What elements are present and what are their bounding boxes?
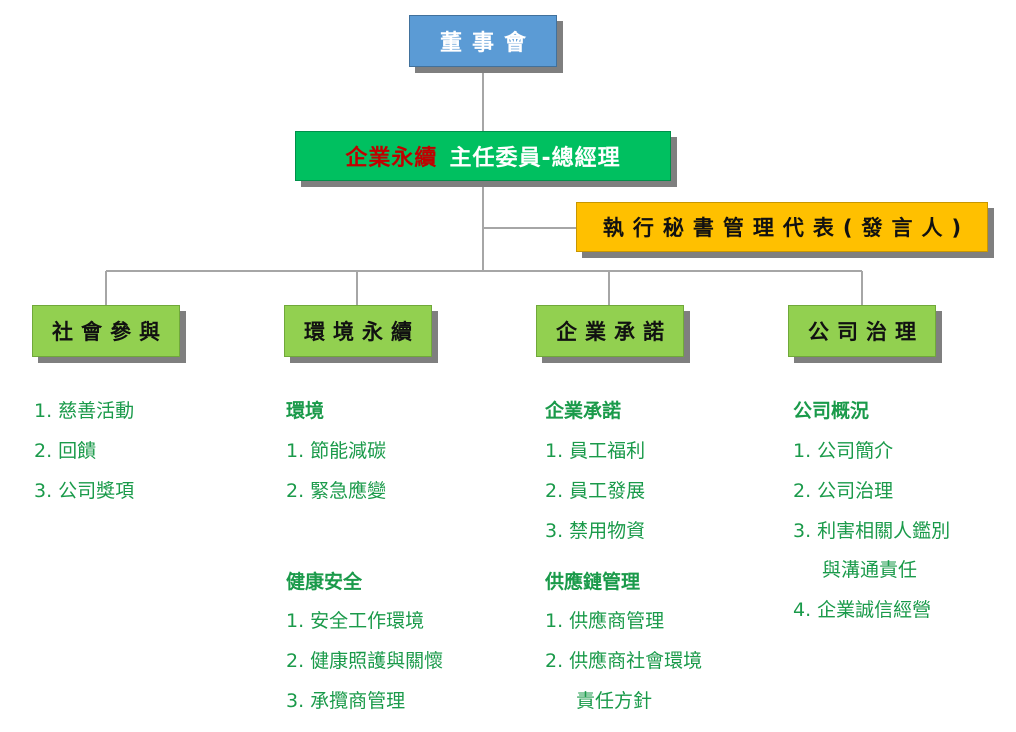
health-safety-item: 3. 承攬商管理 bbox=[286, 690, 406, 712]
chair-title: 主任委員-總經理 bbox=[449, 146, 621, 171]
environment-item: 1. 節能減碳 bbox=[286, 440, 387, 462]
governance-item: 3. 利害相關人鑑別 bbox=[793, 520, 951, 542]
chair-box: 企業永續 主任委員-總經理 bbox=[295, 131, 671, 181]
chair-prefix: 企業永續 bbox=[345, 146, 438, 171]
governance-item: 4. 企業誠信經營 bbox=[793, 599, 932, 621]
social-item: 2. 回饋 bbox=[34, 440, 97, 462]
supply-chain-item-continuation: 責任方針 bbox=[576, 690, 653, 712]
secretary-box: 執行秘書管理代表(發言人) bbox=[576, 202, 988, 252]
commitment-item: 1. 員工福利 bbox=[545, 440, 646, 462]
dept-commitment: 企業承諾 bbox=[536, 305, 684, 357]
supply-chain-item: 2. 供應商社會環境 bbox=[545, 650, 703, 672]
commitment-item: 2. 員工發展 bbox=[545, 480, 646, 502]
environment-item: 2. 緊急應變 bbox=[286, 480, 387, 502]
governance-item: 2. 公司治理 bbox=[793, 480, 894, 502]
commitment-item: 3. 禁用物資 bbox=[545, 520, 646, 542]
supply-chain-heading: 供應鏈管理 bbox=[545, 571, 641, 593]
dept-social: 社會參與 bbox=[32, 305, 180, 357]
dept-governance: 公司治理 bbox=[788, 305, 936, 357]
health-safety-heading: 健康安全 bbox=[286, 571, 363, 593]
health-safety-item: 2. 健康照護與關懷 bbox=[286, 650, 444, 672]
supply-chain-item: 1. 供應商管理 bbox=[545, 610, 665, 632]
social-item: 3. 公司獎項 bbox=[34, 480, 135, 502]
social-item: 1. 慈善活動 bbox=[34, 400, 135, 422]
health-safety-item: 1. 安全工作環境 bbox=[286, 610, 425, 632]
commitment-heading: 企業承諾 bbox=[545, 400, 622, 422]
environment-heading: 環境 bbox=[286, 400, 325, 422]
governance-item: 1. 公司簡介 bbox=[793, 440, 894, 462]
dept-environment: 環境永續 bbox=[284, 305, 432, 357]
governance-heading: 公司概況 bbox=[793, 400, 870, 422]
board-box: 董事會 bbox=[409, 15, 557, 67]
governance-item-continuation: 與溝通責任 bbox=[822, 559, 918, 581]
